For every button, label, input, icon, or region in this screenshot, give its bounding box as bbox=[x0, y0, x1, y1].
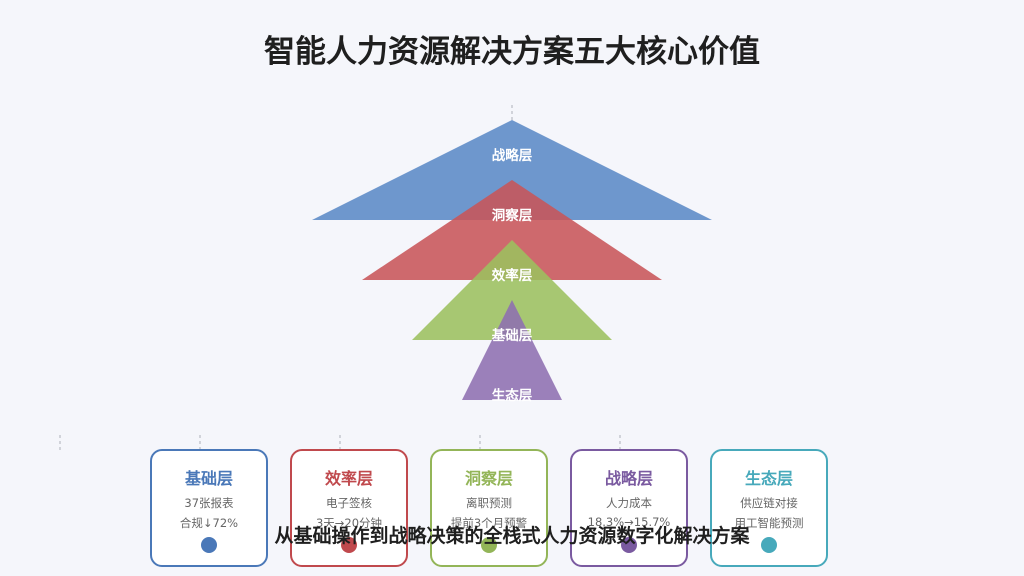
card-detail: 离职预测 bbox=[466, 496, 512, 510]
connector-guides bbox=[59, 105, 621, 451]
card-title: 基础层 bbox=[184, 469, 233, 488]
layer-label-efficiency: 效率层 bbox=[492, 267, 533, 284]
layer-triangles bbox=[312, 120, 712, 400]
card-detail: 供应链对接 bbox=[740, 496, 798, 510]
card-detail: 37张报表 bbox=[184, 496, 234, 510]
card-detail: 人力成本 bbox=[606, 496, 652, 510]
card-insight: 洞察层 离职预测 提前3个月预警 bbox=[430, 449, 548, 567]
card-strategy: 战略层 人力成本 18.3%→15.7% bbox=[570, 449, 688, 567]
card-detail: 电子签核 bbox=[326, 496, 372, 510]
card-foundation: 基础层 37张报表 合规↓72% bbox=[150, 449, 268, 567]
card-dot-icon bbox=[201, 537, 217, 553]
card-title: 洞察层 bbox=[464, 469, 513, 488]
card-dot-icon bbox=[761, 537, 777, 553]
card-metric: 用工智能预测 bbox=[734, 516, 804, 530]
layer-label-insight: 洞察层 bbox=[492, 207, 533, 224]
layer-triangle-insight bbox=[362, 180, 662, 280]
card-metric: 提前3个月预警 bbox=[450, 516, 528, 530]
layer-label-strategy: 战略层 bbox=[492, 147, 533, 164]
card-ecosystem: 生态层 供应链对接 用工智能预测 bbox=[710, 449, 828, 567]
page-subtitle: 从基础操作到战略决策的全栈式人力资源数字化解决方案 bbox=[274, 525, 750, 547]
page-title: 智能人力资源解决方案五大核心价值 bbox=[264, 34, 760, 70]
card-title: 生态层 bbox=[744, 469, 793, 488]
card-metric: 合规↓72% bbox=[179, 516, 239, 530]
card-dot-icon bbox=[481, 537, 497, 553]
layer-triangle-efficiency bbox=[412, 240, 612, 340]
card-metric: 18.3%→15.7% bbox=[587, 515, 671, 529]
card-metric: 3天→20分钟 bbox=[315, 516, 383, 530]
card-title: 效率层 bbox=[324, 469, 373, 488]
layer-labels: 战略层 洞察层 效率层 基础层 生态层 bbox=[492, 147, 533, 404]
layer-triangle-foundation bbox=[462, 300, 562, 400]
layer-label-foundation: 基础层 bbox=[492, 327, 533, 344]
card-dot-icon bbox=[621, 537, 637, 553]
card-title: 战略层 bbox=[604, 469, 653, 488]
layer-triangle-strategy bbox=[312, 120, 712, 220]
layer-label-ecosystem: 生态层 bbox=[492, 387, 533, 404]
card-dot-icon bbox=[341, 537, 357, 553]
card-efficiency: 效率层 电子签核 3天→20分钟 bbox=[290, 449, 408, 567]
